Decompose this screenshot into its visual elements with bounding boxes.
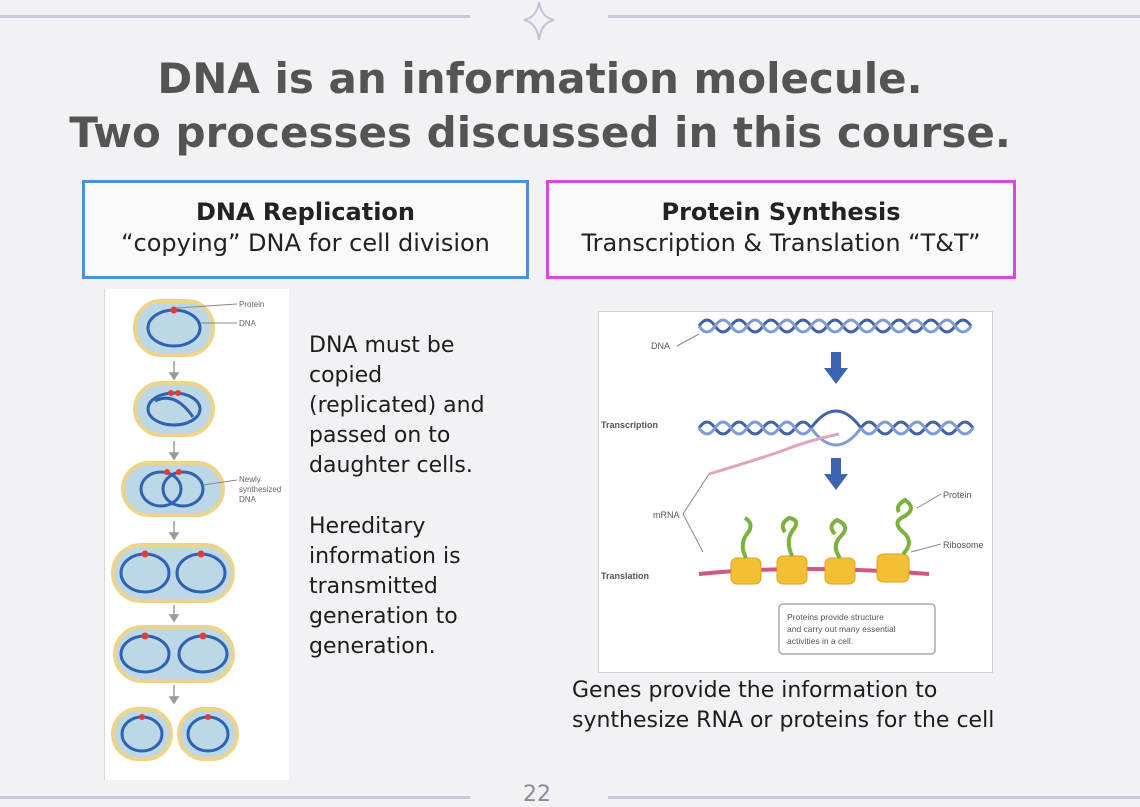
para1-line: (replicated) and (309, 393, 485, 418)
dna-replication-subtitle: “copying” DNA for cell division (121, 229, 490, 257)
dna-replication-box: DNA Replication “copying” DNA for cell d… (82, 180, 529, 279)
para1-line: copied (309, 363, 383, 388)
top-rule-right (608, 15, 1140, 18)
label-fig-protein: Protein (943, 490, 972, 500)
replication-paragraph-2: Hereditary information is transmitted ge… (309, 512, 519, 662)
note-line-2: and carry out many essential (787, 624, 896, 634)
caption-line: synthesize RNA or proteins for the cell (572, 708, 995, 733)
label-dna: DNA (239, 319, 257, 328)
para2-line: generation to (309, 604, 458, 629)
label-mrna: mRNA (653, 510, 680, 520)
para1-line: DNA must be (309, 333, 455, 358)
protein-synthesis-box: Protein Synthesis Transcription & Transl… (546, 180, 1016, 279)
top-rule-left (0, 15, 470, 18)
genes-caption: Genes provide the information to synthes… (572, 676, 1032, 736)
label-fig-dna: DNA (651, 341, 670, 351)
title-line-2: Two processes discussed in this course. (69, 108, 1011, 157)
protein-synthesis-figure: DNA Transcription mRNA Translation Prote… (598, 311, 993, 673)
bottom-rule-right (608, 796, 1140, 799)
protein-synthesis-heading: Protein Synthesis (661, 198, 901, 226)
para1-line: passed on to (309, 423, 451, 448)
replication-paragraph-1: DNA must be copied (replicated) and pass… (309, 331, 519, 481)
note-line-1: Proteins provide structure (787, 612, 884, 622)
label-ribosome: Ribosome (943, 540, 984, 550)
bottom-rule-left (0, 796, 470, 799)
para2-line: Hereditary (309, 514, 426, 539)
para1-line: daughter cells. (309, 453, 473, 478)
label-newly: Newly (239, 475, 261, 484)
caption-line: Genes provide the information to (572, 678, 938, 703)
para2-line: generation. (309, 634, 436, 659)
label-protein: Protein (239, 300, 264, 309)
dna-replication-heading: DNA Replication (195, 198, 416, 226)
label-new-dna: DNA (239, 495, 257, 504)
sparkle-icon (523, 1, 555, 41)
page-number: 22 (523, 782, 551, 807)
note-line-3: activities in a cell. (787, 636, 853, 646)
title-line-1: DNA is an information molecule. (157, 54, 923, 103)
label-synthesized: synthesized (239, 485, 281, 494)
protein-synthesis-subtitle: Transcription & Translation “T&T” (581, 229, 981, 257)
slide-title: DNA is an information molecule. Two proc… (0, 52, 1080, 160)
dna-replication-figure: Protein DNA Newly synthesized DNA (104, 289, 289, 780)
para2-line: transmitted (309, 574, 438, 599)
label-transcription: Transcription (601, 420, 658, 430)
para2-line: information is (309, 544, 461, 569)
label-translation: Translation (601, 571, 649, 581)
